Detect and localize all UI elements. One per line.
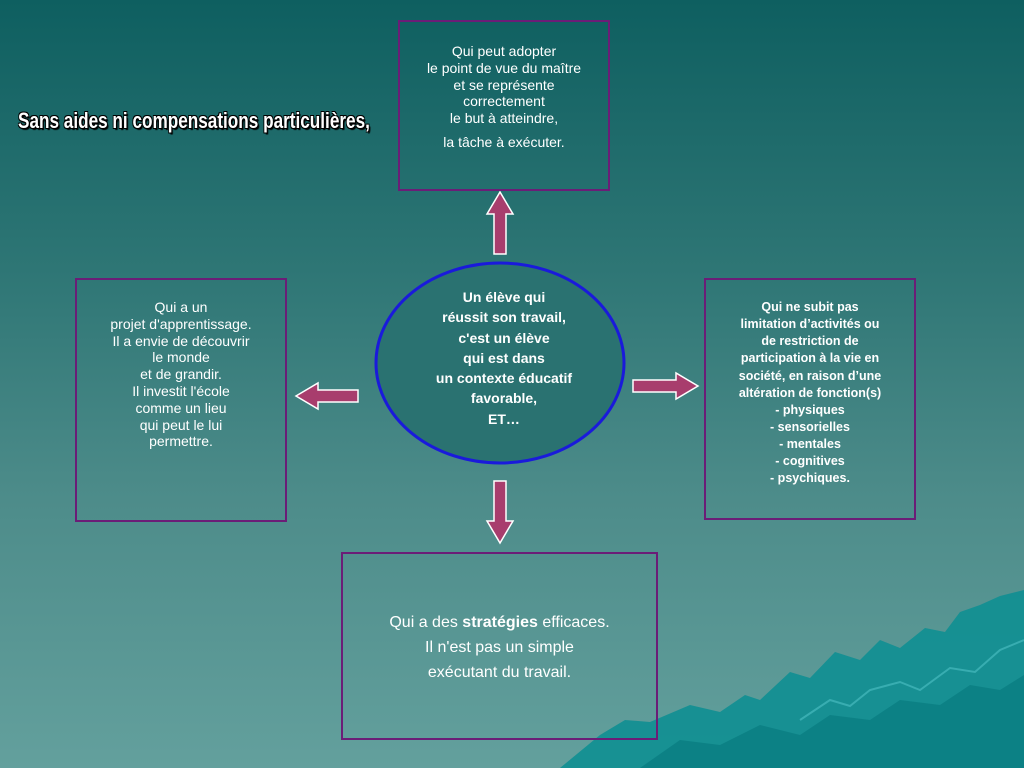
bottom-box-line: Il n'est pas un simple [425, 638, 574, 656]
bottom-box-line: exécutant du travail. [427, 663, 572, 681]
left-box-line: projet d'apprentissage. [110, 315, 252, 332]
arrow-right [632, 371, 700, 401]
arrow-up [485, 190, 515, 255]
right-box-line: Qui ne subit pas [761, 300, 859, 314]
left-box-line: Qui a un [154, 299, 208, 315]
center-line: qui est dans [463, 349, 545, 366]
center-ellipse [374, 261, 626, 465]
center-line: ET… [488, 410, 520, 427]
left-box-line: Il a envie de découvrir [112, 332, 250, 349]
bottom-box-text: Qui a des [389, 614, 463, 631]
right-box-line: altération de fonction(s) [738, 385, 882, 400]
left-box: Qui a un projet d'apprentissage. Il a en… [75, 278, 287, 522]
top-box-line: la tâche à exécuter. [443, 133, 565, 150]
right-box-line: société, en raison d’une [738, 368, 882, 383]
right-box-line: - cognitives [775, 454, 845, 469]
left-box-line: Il investit l'école [132, 382, 230, 399]
right-box-line: - physiques [775, 402, 845, 417]
center-text: Un élève qui réussit son travail, c'est … [392, 287, 616, 429]
bottom-box-line: Qui a des stratégies efficaces. [343, 611, 656, 636]
top-box-line: Qui peut adopter [451, 43, 557, 59]
center-line: favorable, [470, 390, 538, 407]
bottom-box-text: efficaces. [537, 614, 610, 631]
bottom-box-emphasis: stratégies [462, 614, 538, 631]
top-box-line: et se représente [453, 76, 555, 93]
center-line: c'est un élève [458, 329, 550, 346]
slide-title: Sans aides ni compensations particulière… [18, 108, 370, 133]
right-box-line: participation à la vie en [740, 351, 880, 366]
left-box-line: permettre. [149, 433, 213, 450]
right-box-line: de restriction de [761, 334, 859, 349]
right-box-line: - sensorielles [770, 419, 850, 434]
right-box-line: - psychiques. [770, 471, 850, 486]
left-box-line: comme un lieu [135, 399, 227, 416]
right-box-line: - mentales [779, 437, 841, 451]
top-box-line: correctement [463, 93, 545, 110]
center-line: un contexte éducatif [435, 370, 573, 387]
right-box: Qui ne subit pas limitation d’activités … [704, 278, 916, 520]
left-box-line: le monde [152, 349, 210, 366]
left-box-line: et de grandir. [140, 366, 222, 383]
left-box-line: qui peut le lui [139, 416, 223, 433]
right-box-line: limitation d’activités ou [740, 317, 880, 332]
top-box-line: le point de vue du maître [426, 59, 582, 76]
top-box-line: le but à atteindre, [449, 110, 559, 127]
bottom-box: Qui a des stratégies efficaces. Il n'est… [341, 552, 658, 740]
center-line: réussit son travail, [442, 309, 566, 326]
arrow-down [485, 480, 515, 545]
center-line: Un élève qui [462, 289, 546, 305]
arrow-left [294, 381, 359, 411]
top-box: Qui peut adopter le point de vue du maît… [398, 20, 610, 191]
